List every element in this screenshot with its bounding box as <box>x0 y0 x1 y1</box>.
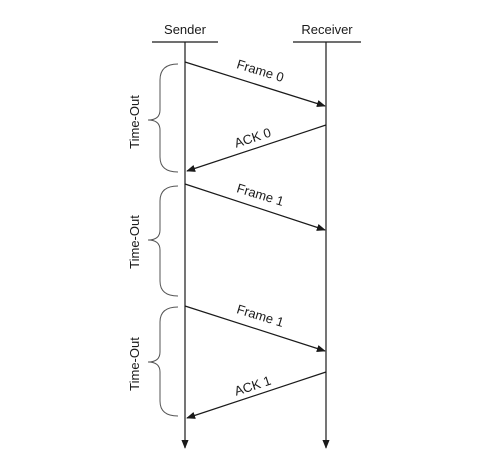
message-label-ack-0: ACK 0 <box>232 125 272 151</box>
sender-label: Sender <box>164 22 207 37</box>
timeout-brace-3 <box>147 306 179 417</box>
message-arrow-frame-1b <box>184 305 326 352</box>
timeout-label-1: Time-Out <box>127 95 142 149</box>
timeout-label-2: Time-Out <box>127 215 142 269</box>
message-label-ack-1: ACK 1 <box>232 373 272 399</box>
receiver-label: Receiver <box>301 22 353 37</box>
message-arrow-frame-1a <box>184 183 326 231</box>
message-arrow-frame-0 <box>184 61 326 108</box>
message-arrow-ack-1 <box>186 371 327 419</box>
message-arrow-ack-0 <box>186 124 327 172</box>
timeout-brace-1 <box>147 63 179 173</box>
timeout-brace-2 <box>147 185 179 297</box>
timeout-label-3: Time-Out <box>127 337 142 391</box>
message-label-frame-1a: Frame 1 <box>235 180 286 208</box>
message-label-frame-1b: Frame 1 <box>235 301 286 329</box>
